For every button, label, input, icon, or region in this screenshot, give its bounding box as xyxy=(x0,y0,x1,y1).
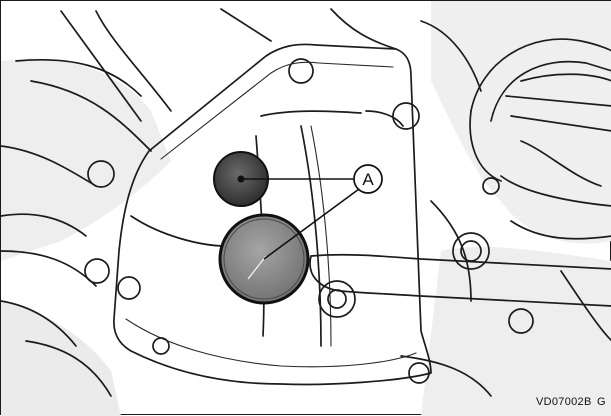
language-code: G xyxy=(597,396,606,408)
figure-code: VD07002B xyxy=(536,396,592,408)
callout-label: A xyxy=(362,170,374,189)
callout-a: A xyxy=(354,165,382,193)
